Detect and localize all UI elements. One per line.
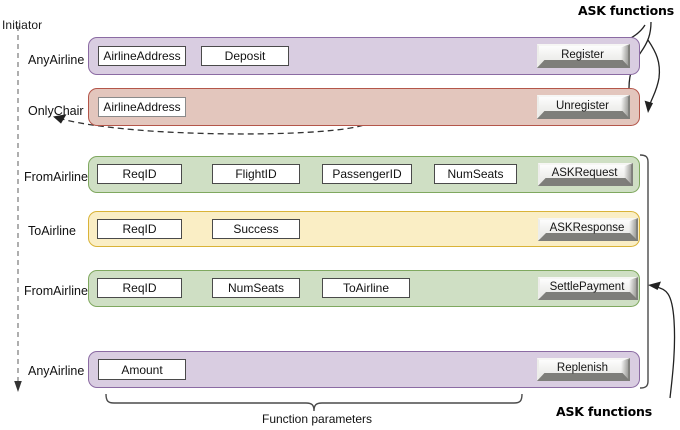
function-button-label: ASKRequest	[551, 167, 618, 179]
function-button-settlepayment[interactable]: SettlePayment	[538, 277, 638, 300]
initiator-timeline-axis	[14, 26, 22, 392]
ask-functions-bottom-pointer	[648, 281, 676, 399]
function-parameters-label: Function parameters	[262, 412, 373, 426]
ask-functions-top-label: ASK functions	[578, 3, 674, 18]
actor-label-row-6: AnyAirline	[28, 364, 85, 378]
function-button-askresponse[interactable]: ASKResponse	[538, 218, 638, 241]
function-button-label: SettlePayment	[549, 281, 625, 293]
function-button-label: ASKResponse	[549, 222, 625, 234]
function-button-askrequest[interactable]: ASKRequest	[538, 163, 633, 186]
function-button-register[interactable]: Register	[537, 44, 630, 68]
param-box: NumSeats	[212, 278, 300, 298]
param-box: Deposit	[201, 46, 289, 66]
param-box: ToAirline	[322, 278, 410, 298]
param-box: FlightID	[212, 164, 300, 184]
function-button-replenish[interactable]: Replenish	[537, 358, 630, 381]
initiator-axis-label: Initiator	[2, 18, 43, 32]
function-button-label: Unregister	[555, 99, 610, 112]
param-box: PassengerID	[322, 164, 412, 184]
actor-label-row-3: FromAirline	[24, 170, 88, 184]
ask-functions-bottom-label: ASK functions	[556, 404, 652, 419]
actor-label-row-2: OnlyChair	[28, 104, 84, 118]
param-box: Amount	[98, 359, 186, 380]
param-box: ReqID	[97, 219, 182, 239]
function-button-unregister[interactable]: Unregister	[537, 95, 630, 119]
actor-label-row-4: ToAirline	[28, 224, 76, 238]
param-box: ReqID	[97, 164, 182, 184]
param-box: ReqID	[97, 278, 182, 298]
function-parameters-brace	[105, 393, 523, 412]
param-box: NumSeats	[434, 164, 517, 184]
function-button-label: Register	[561, 48, 604, 61]
function-button-label: Replenish	[556, 362, 609, 374]
actor-label-row-5: FromAirline	[24, 284, 88, 298]
param-box: Success	[212, 219, 300, 239]
param-box: AirlineAddress	[98, 46, 186, 66]
ask-functions-group-bracket	[639, 154, 649, 389]
param-box: AirlineAddress	[98, 97, 186, 117]
actor-label-row-1: AnyAirline	[28, 53, 85, 67]
